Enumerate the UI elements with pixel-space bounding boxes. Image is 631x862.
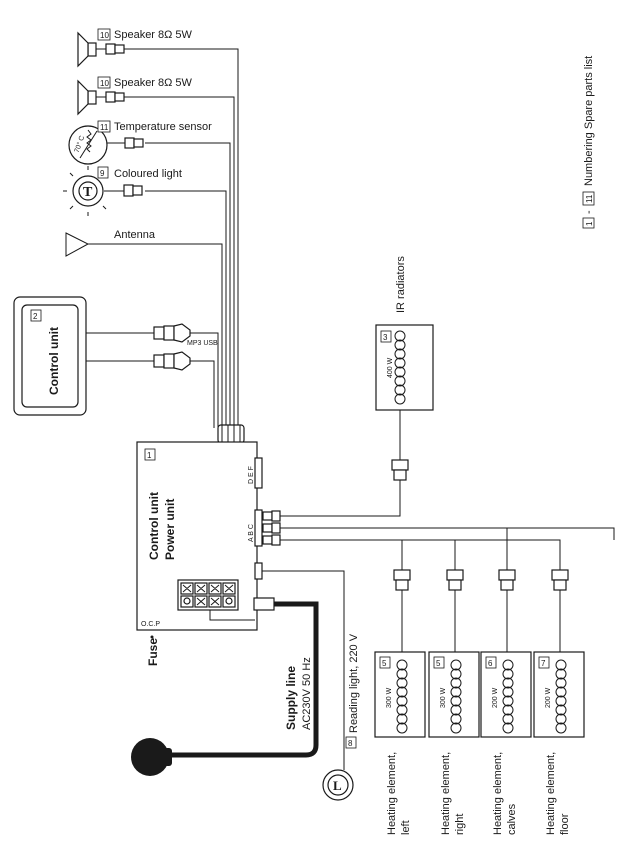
heater-watt: 200 W	[545, 687, 552, 708]
coil-icon	[502, 659, 514, 734]
antenna: Antenna	[65, 229, 156, 257]
output-wires	[262, 479, 615, 570]
power-unit: 1 Control unit Power unit O.C.P Fuse D E…	[136, 424, 263, 666]
antenna-label: Antenna	[114, 229, 156, 241]
component-number: 6	[488, 659, 493, 668]
component-number: 1	[147, 451, 152, 460]
speaker-icon	[77, 31, 97, 68]
heating-element-floor: 7 200 W Heating element, floor	[533, 569, 585, 835]
ocp-label: O.C.P	[141, 621, 160, 628]
coil-icon	[394, 330, 406, 405]
component-number: 11	[100, 123, 109, 132]
component-number: 10	[100, 79, 109, 88]
gland-icon	[253, 597, 275, 611]
component-number: 10	[100, 31, 109, 40]
ports-def-label: D E F	[248, 466, 255, 484]
component-number: 2	[33, 312, 38, 321]
heater-label-2: right	[454, 814, 466, 835]
panel-label: Control unit	[47, 327, 61, 395]
legend: 1 - 11 Numbering Spare parts list	[582, 56, 595, 229]
supply-cable: Supply line AC230V 50 Hz	[131, 597, 319, 776]
heater-watt: 200 W	[492, 687, 499, 708]
heater-label-2: calves	[506, 803, 518, 835]
connector-icon	[107, 137, 144, 149]
connector-icon	[104, 184, 143, 197]
supply-spec: AC230V 50 Hz	[301, 657, 313, 730]
heater-label-1: Heating element,	[492, 752, 504, 835]
legend-text: Numbering Spare parts list	[583, 56, 595, 186]
legend-range-end: 11	[585, 194, 594, 203]
terminal-block	[177, 579, 255, 621]
mp3-usb-label: MP3 USB	[187, 340, 218, 347]
component-number: 8	[348, 739, 353, 748]
heater-label-2: left	[400, 820, 412, 835]
speaker-label: Speaker 8Ω 5W	[114, 77, 193, 89]
fuse-label: Fuse	[146, 638, 160, 666]
lamp-symbol: L	[333, 778, 342, 793]
legend-range-start: 1	[585, 221, 594, 226]
legend-dash: -	[583, 210, 595, 214]
sensor-label: Temperature sensor	[114, 121, 212, 133]
connector-icon	[393, 569, 411, 591]
component-number: 3	[383, 333, 388, 342]
heater-label-1: Heating element,	[545, 752, 557, 835]
heating-element-calves: 6 200 W Heating element, calves	[480, 569, 532, 835]
connector-icon	[551, 569, 569, 591]
temperature-sensor: 70° C 11 Temperature sensor	[68, 120, 212, 165]
component-number: 5	[382, 659, 387, 668]
connector-icon	[96, 43, 145, 55]
cable-gland-icon	[217, 424, 245, 444]
light-icon: T	[63, 166, 113, 216]
speaker-top: 10 Speaker 8Ω 5W	[77, 28, 193, 68]
ir-radiators: IR radiators 3 400 W	[375, 256, 434, 481]
coloured-light: T 9 Coloured light	[63, 166, 182, 216]
light-symbol: T	[83, 185, 93, 200]
heater-label-1: Heating element,	[386, 752, 398, 835]
reading-light-label: Reading light, 220 V	[348, 633, 360, 733]
heater-label-1: Heating element,	[440, 752, 452, 835]
heater-watt: 300 W	[440, 687, 447, 708]
plug-icon	[131, 738, 172, 776]
ports-abc-label: A B C	[248, 524, 255, 542]
thermometer-icon: 70° C	[68, 125, 108, 165]
coil-icon	[396, 659, 408, 734]
lamp-icon: L	[322, 769, 354, 801]
antenna-icon	[65, 232, 90, 257]
ir-watt: 400 W	[387, 357, 394, 378]
supply-title: Supply line	[284, 666, 298, 730]
heating-element-left: 5 300 W Heating element, left	[374, 569, 426, 835]
power-unit-title-1: Control unit	[147, 492, 161, 560]
speaker-icon	[77, 79, 97, 116]
connector-icon	[153, 323, 191, 343]
reading-light: L 8 Reading light, 220 V	[262, 570, 360, 801]
control-unit-panel: 2 Control unit MP3 USB	[13, 296, 218, 416]
power-unit-title-2: Power unit	[163, 499, 177, 560]
connector-icon	[153, 351, 191, 371]
main-harness	[88, 48, 239, 428]
heater-watt: 300 W	[386, 687, 393, 708]
component-number: 9	[100, 169, 105, 178]
connector-icon	[446, 569, 464, 591]
connector-icon	[391, 459, 409, 481]
heater-label-2: floor	[559, 813, 571, 835]
light-label: Coloured light	[114, 168, 182, 180]
speaker-bottom: 10 Speaker 8Ω 5W	[77, 76, 193, 116]
speaker-label: Speaker 8Ω 5W	[114, 29, 193, 41]
ir-title: IR radiators	[395, 256, 407, 313]
connector-icon	[96, 91, 145, 103]
component-number: 5	[436, 659, 441, 668]
coil-icon	[450, 659, 462, 734]
connector-icon	[498, 569, 516, 591]
component-number: 7	[541, 659, 546, 668]
coil-icon	[555, 659, 567, 734]
connector-icon	[262, 510, 281, 546]
heating-element-right: 5 300 W Heating element, right	[428, 569, 480, 835]
